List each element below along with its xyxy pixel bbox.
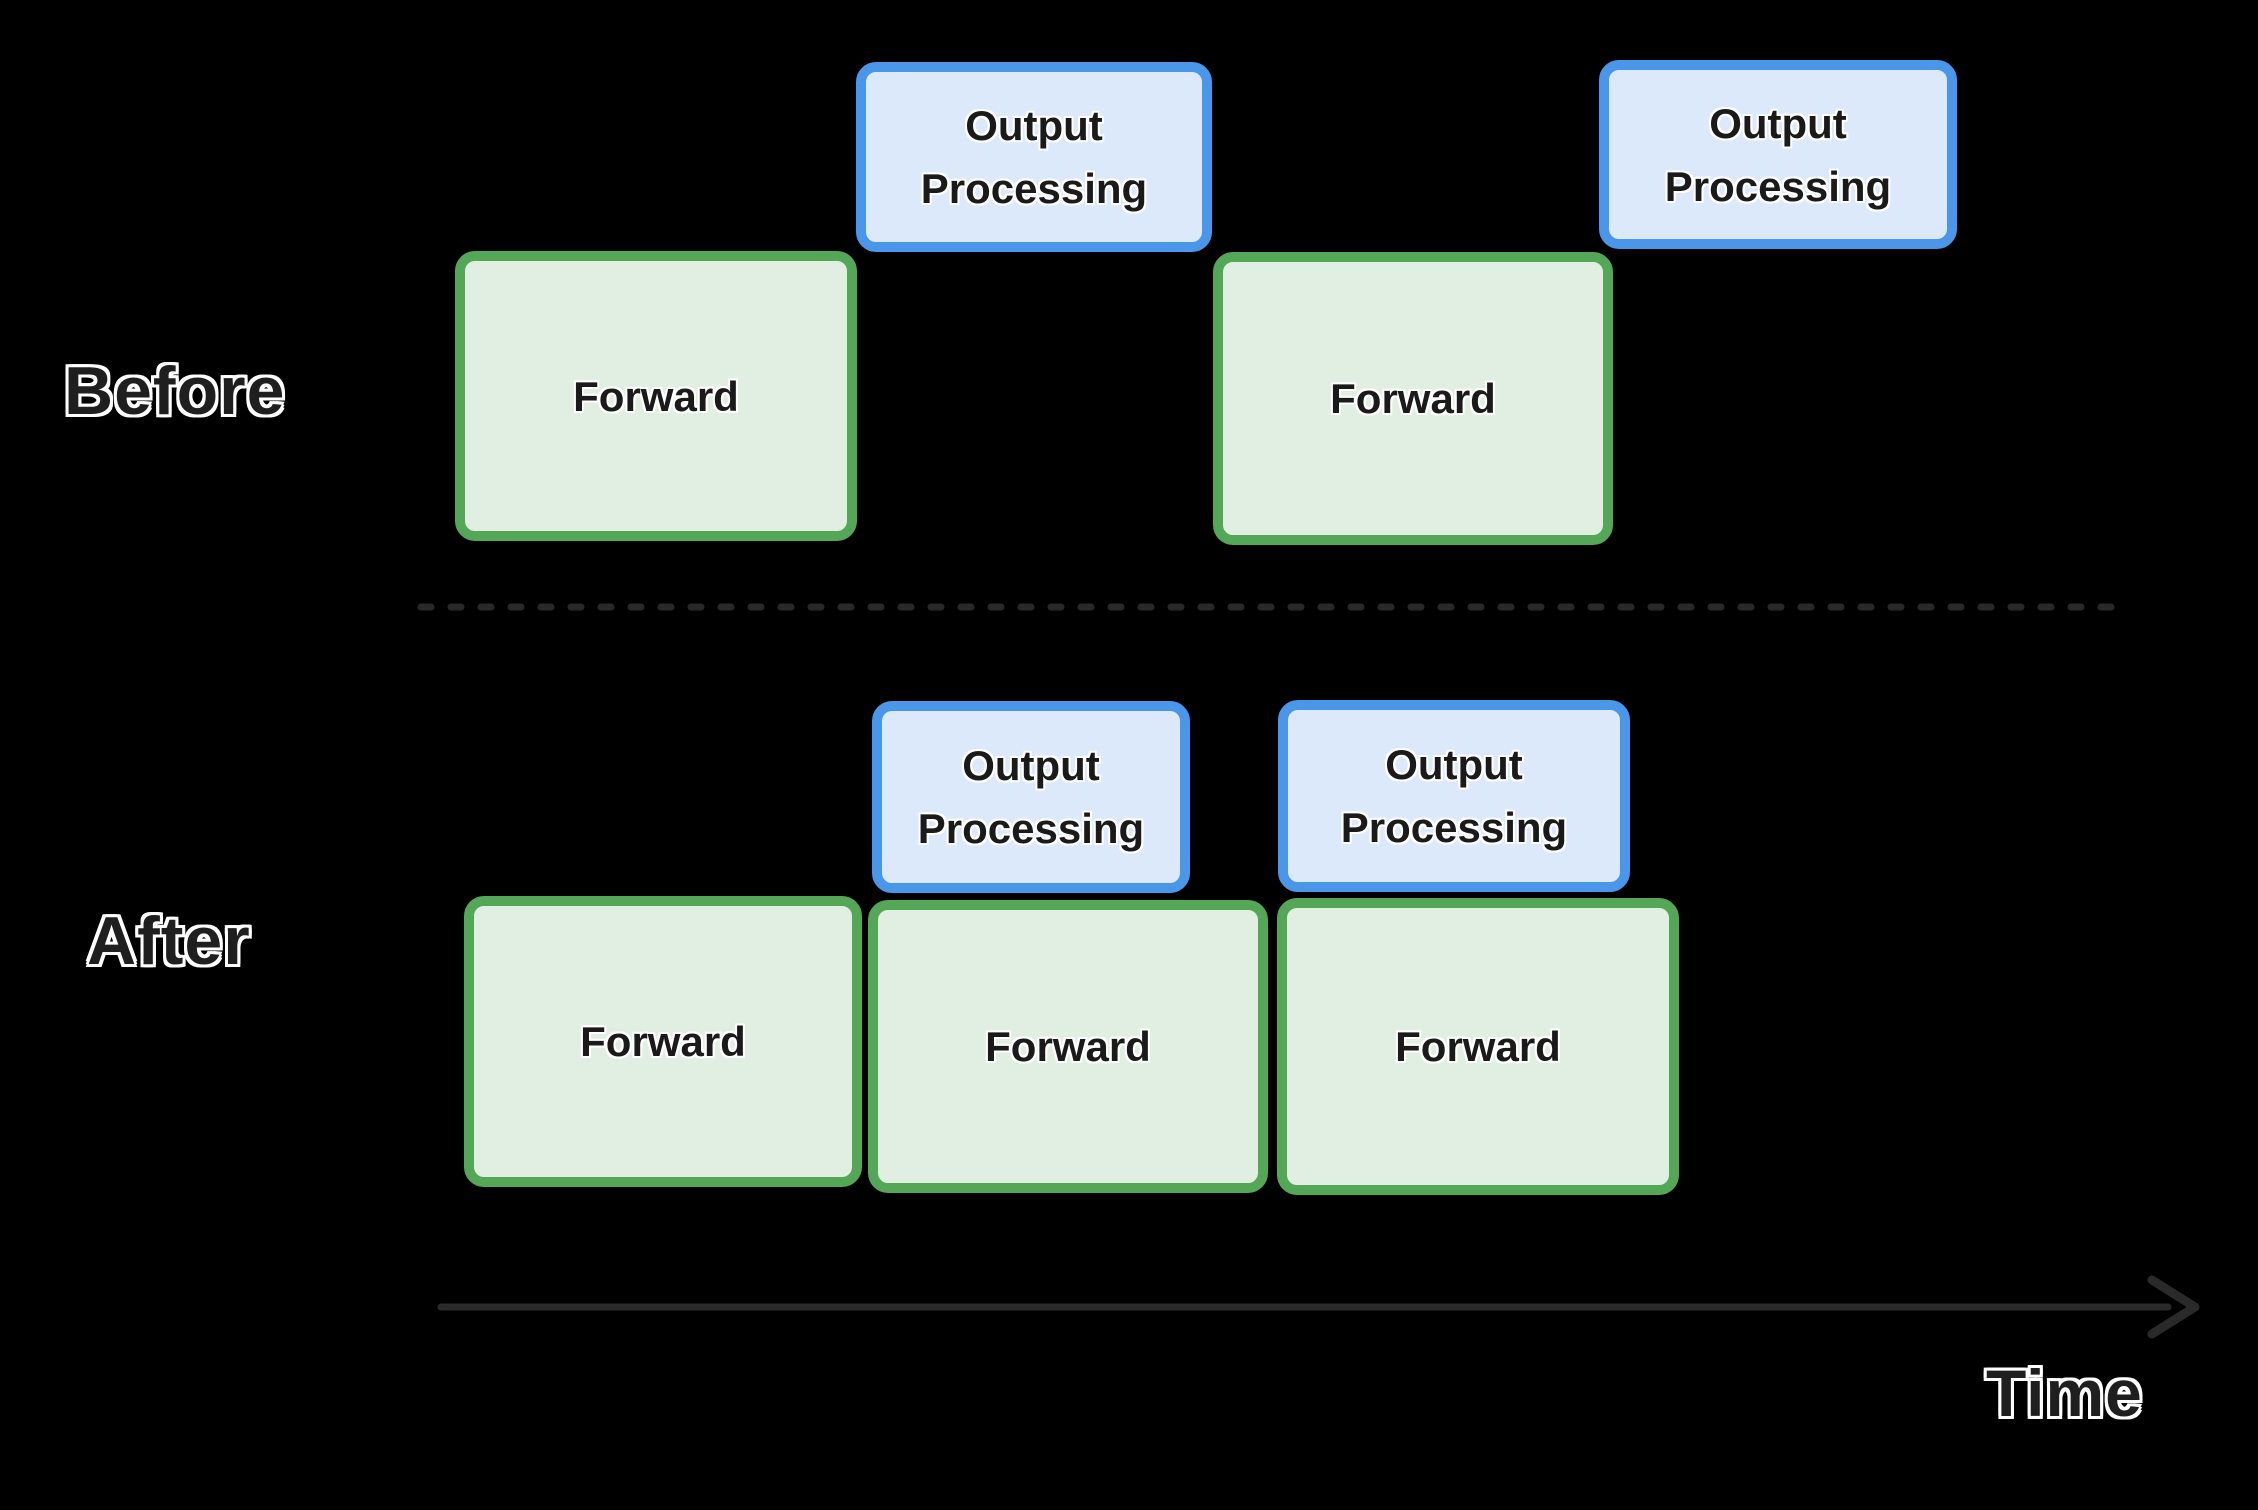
before-section-label: Before <box>64 353 286 429</box>
before-output-processing-box-2: Output Processing <box>1599 60 1957 249</box>
forward-box-label: Forward <box>573 372 739 420</box>
forward-box-label: Forward <box>580 1018 746 1065</box>
before-forward-box-1: Forward <box>455 251 857 541</box>
after-forward-box-1: Forward <box>464 896 862 1187</box>
output-processing-box-label: Output Processing <box>1340 741 1568 851</box>
output-processing-box-label: Output Processing <box>1664 99 1892 210</box>
forward-box-label: Forward <box>1330 375 1496 422</box>
after-output-processing-box-1: Output Processing <box>872 701 1190 893</box>
right-arrow-icon <box>2147 1275 2200 1339</box>
time-axis-label: Time <box>1986 1356 2143 1430</box>
after-output-processing-box-2: Output Processing <box>1278 700 1630 892</box>
after-forward-box-3: Forward <box>1277 898 1679 1195</box>
output-processing-box-label: Output Processing <box>917 742 1145 852</box>
forward-box-label: Forward <box>1395 1023 1561 1070</box>
after-forward-box-2: Forward <box>868 900 1268 1193</box>
output-processing-box-label: Output Processing <box>920 102 1148 212</box>
forward-box-label: Forward <box>985 1023 1151 1070</box>
after-section-label: After <box>87 903 251 979</box>
before-forward-box-2: Forward <box>1213 252 1613 545</box>
before-output-processing-box-1: Output Processing <box>856 62 1212 252</box>
